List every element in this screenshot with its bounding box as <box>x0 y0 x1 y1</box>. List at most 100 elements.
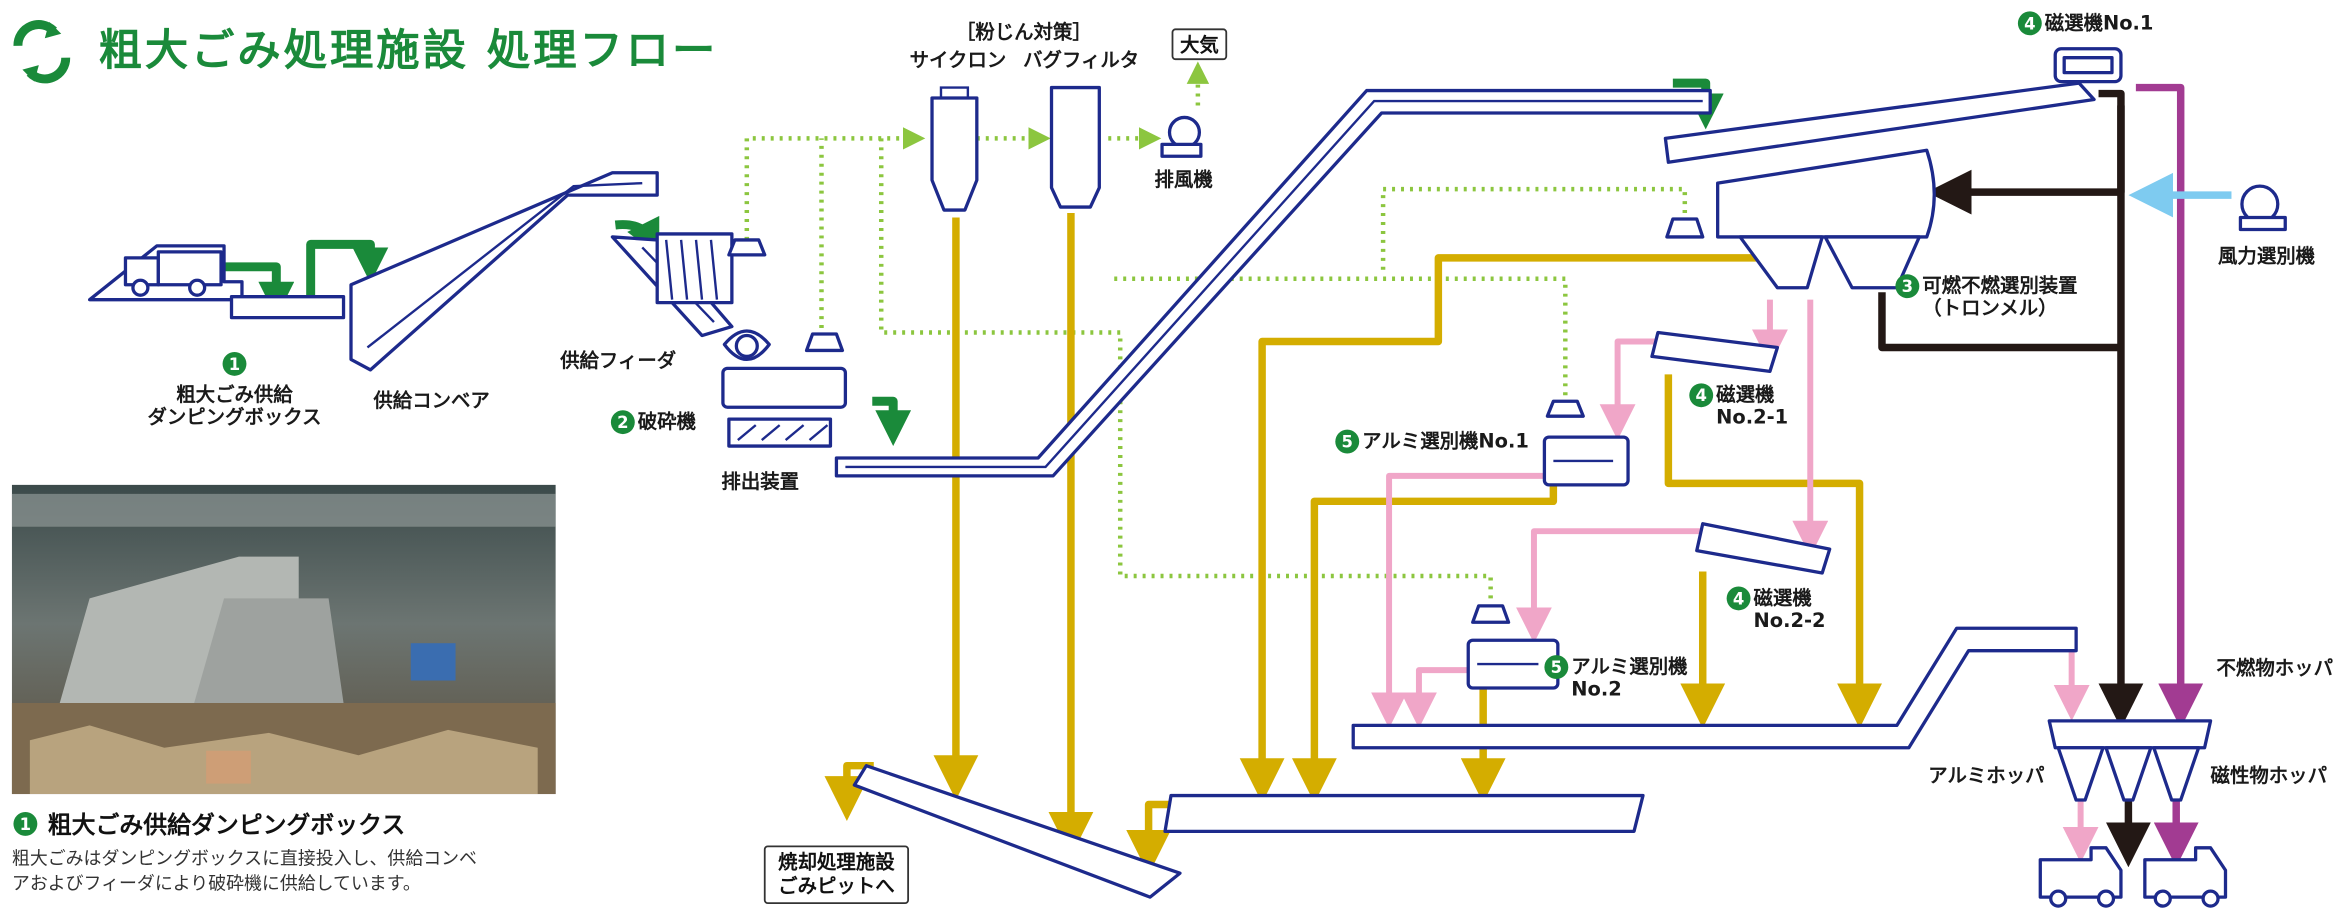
step-badge-number: 5 <box>1551 658 1562 677</box>
step-badge-number: 5 <box>1342 433 1353 452</box>
step-badge <box>1335 429 1360 454</box>
truck-left-icon <box>87 244 244 302</box>
boxed-label-text: 大気 <box>1180 34 1219 57</box>
label-text: アルミホッパ <box>1928 764 2045 787</box>
step-badge <box>2017 11 2042 36</box>
step-badge <box>1726 586 1751 611</box>
label-text: 不燃物ホッパ <box>2217 657 2334 680</box>
step-badge-number: 4 <box>1733 589 1744 608</box>
label-text: 供給コンベア <box>372 389 489 412</box>
alu-separator-no2 <box>1466 638 1560 690</box>
dumping-box <box>229 295 346 320</box>
cyclone <box>930 86 979 212</box>
photo-caption: 1 粗大ごみ供給ダンピングボックス 粗大ごみはダンピングボックスに直接投入し、供… <box>12 811 477 895</box>
label-text: 可燃不燃選別装置 <box>1922 274 2077 297</box>
incineration-conveyor <box>852 764 1182 899</box>
noncombustible-flow-lines <box>1878 89 2151 868</box>
discharge-conveyor <box>834 88 1712 478</box>
step-badge <box>1895 274 1920 299</box>
label-magnet-1: 4 磁選機No.1 <box>2017 11 2154 36</box>
label-cyclone: サイクロン <box>910 49 1007 72</box>
step-badge-number: 1 <box>229 355 240 374</box>
photo-description-line-2: アおよびフィーダにより破砕機に供給しています。 <box>12 874 421 895</box>
recycle-icon <box>13 20 71 84</box>
step-badge-number: 3 <box>1902 277 1913 296</box>
label-supply-box: 1 粗大ごみ供給ダンピングボックス <box>147 351 322 429</box>
label-bag-filter: バグフィルタ <box>1023 49 1139 72</box>
label-text: バグフィルタ <box>1023 49 1139 72</box>
air-separator <box>2238 184 2287 232</box>
label-magnet-21: 4 磁選機No.2-1 <box>1689 383 1788 429</box>
label-text: ダンピングボックス <box>147 406 321 429</box>
hoppers <box>2047 719 2213 802</box>
step-badge <box>1689 383 1714 408</box>
step-badge-number: 4 <box>2024 14 2035 33</box>
label-text: 供給フィーダ <box>559 349 677 372</box>
bottom-conveyor-right <box>1351 626 2078 750</box>
incline-conveyor-top <box>1663 81 2096 164</box>
label-text: アルミ選別機 <box>1571 655 1688 678</box>
bottom-conveyor-middle <box>1163 793 1645 834</box>
label-text: 磁選機No.1 <box>2045 11 2154 34</box>
label-text: No.2-1 <box>1716 406 1788 429</box>
magnet-no21 <box>1650 330 1780 374</box>
crusher <box>721 329 848 448</box>
step-badge <box>222 351 247 376</box>
boxed-label-text: 焼却処理施設 <box>778 851 895 874</box>
label-text: No.2 <box>1571 677 1621 700</box>
label-supply-conveyor: 供給コンベア <box>372 389 489 412</box>
boxed-label-text: ごみピットへ <box>778 875 894 898</box>
label-noncomb-hopper: 不燃物ホッパ <box>2217 657 2334 680</box>
photo-dumping-box <box>11 484 556 795</box>
step-badge-number: 4 <box>1696 386 1707 405</box>
exhaust-fan-icon <box>1160 115 1203 158</box>
feed-arrows <box>224 78 1724 447</box>
supply-conveyor <box>349 171 659 372</box>
boxed-label-atmosphere: 大気 <box>1171 28 1228 61</box>
label-mag-hopper: 磁性物ホッパ <box>2211 764 2328 787</box>
label-text: アルミ選別機No.1 <box>1362 430 1529 453</box>
step-badge <box>610 410 635 435</box>
photo-caption-title: 粗大ごみ供給ダンピングボックス <box>48 811 405 839</box>
label-dust-control: ［粉じん対策］ <box>956 20 1092 43</box>
photo-description-line-1: 粗大ごみはダンピングボックスに直接投入し、供給コンベ <box>12 848 477 869</box>
label-text: （トロンメル） <box>1922 297 2057 320</box>
dust-hood-icons <box>727 217 1705 624</box>
label-text: 粗大ごみ供給 <box>176 383 293 406</box>
label-alu-2: 5 アルミ選別機No.2 <box>1544 655 1688 700</box>
aluminum-flow-lines <box>1371 299 2099 863</box>
label-supply-feeder: 供給フィーダ <box>559 349 677 372</box>
label-text: 磁選機 <box>1716 383 1775 406</box>
label-alu-1: 5 アルミ選別機No.1 <box>1335 430 1529 454</box>
alu-separator-no1 <box>1542 435 1630 487</box>
magnet-no22 <box>1695 522 1832 575</box>
label-text: サイクロン <box>910 49 1007 72</box>
magnet-no1 <box>2053 47 2123 84</box>
label-air-separator: 風力選別機 <box>2218 244 2316 267</box>
step-badge-number: 2 <box>617 413 628 432</box>
label-exhaust-fan: 排風機 <box>1155 168 1214 191</box>
label-text: ［粉じん対策］ <box>956 20 1092 43</box>
label-discharge: 排出装置 <box>721 470 799 493</box>
label-magnet-22: 4 磁選機No.2-2 <box>1726 586 1826 632</box>
truck-bottom-left-icon <box>2038 846 2123 908</box>
page-title: 粗大ごみ処理施設 処理フロー <box>99 26 719 76</box>
step-badge-number: 1 <box>20 815 31 834</box>
label-text: 風力選別機 <box>2218 244 2316 267</box>
label-trommel: 3 可燃不燃選別装置（トロンメル） <box>1895 274 2078 320</box>
label-text: 磁選機 <box>1754 586 1813 609</box>
label-text: 磁性物ホッパ <box>2211 764 2328 787</box>
label-text: No.2-2 <box>1754 609 1826 632</box>
truck-bottom-right-icon <box>2143 846 2228 908</box>
label-text: 排出装置 <box>721 470 799 493</box>
label-text: 排風機 <box>1155 168 1214 191</box>
dust-duct-lines <box>744 61 1688 603</box>
trommel <box>1716 148 1936 290</box>
magnetic-flow-lines <box>2135 83 2204 868</box>
step-badge <box>13 811 38 836</box>
label-alu-hopper: アルミホッパ <box>1928 764 2045 787</box>
